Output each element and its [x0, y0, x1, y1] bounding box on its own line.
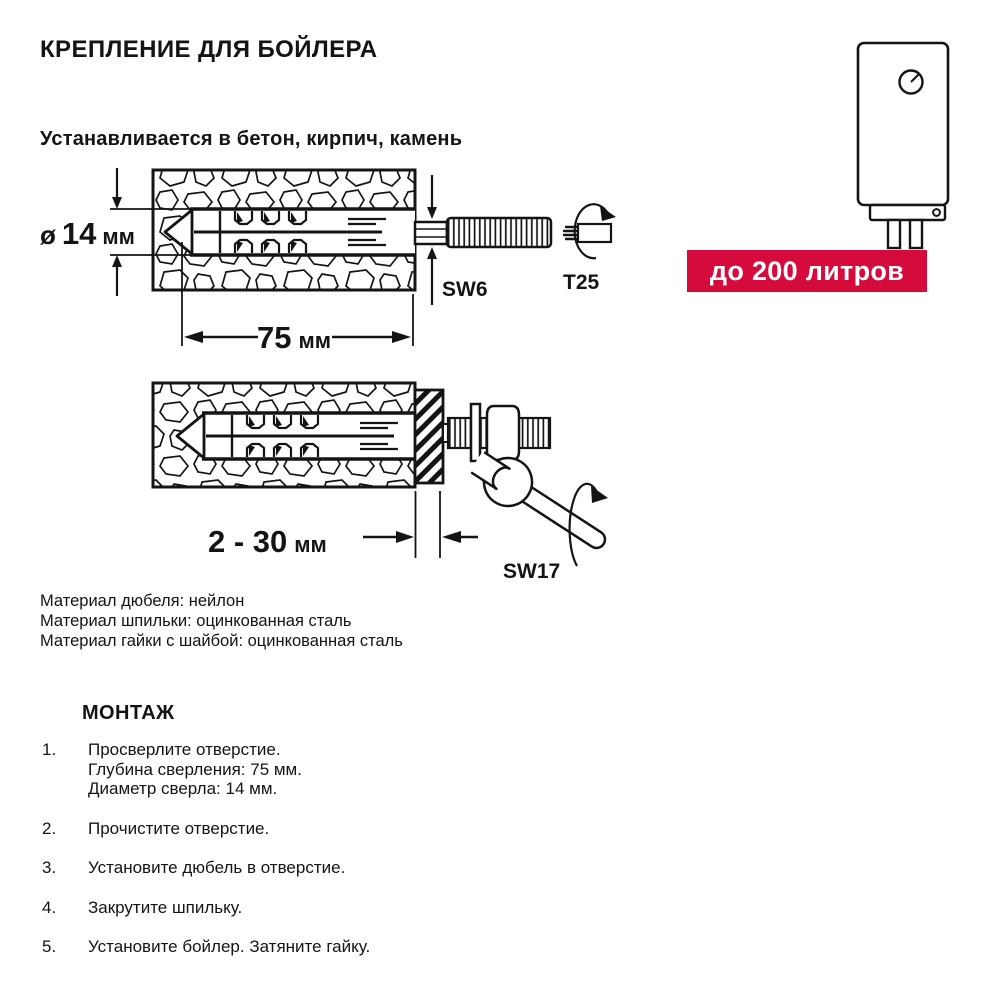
step-text: Закрутите шпильку.: [88, 898, 243, 917]
rotation-arrow-icon: [568, 482, 598, 567]
montage-step: 5. Установите бойлер. Затяните гайку.: [42, 937, 370, 957]
montage-step: 1. Просверлите отверстие. Глубина сверле…: [42, 740, 302, 799]
open-end-wrench-icon: SW17: [469, 451, 608, 583]
stud-washer-nut: [442, 402, 552, 463]
dimension-arrow-icon: [442, 531, 461, 543]
dimension-arrow-icon: [427, 247, 437, 259]
materials-list: Материал дюбеля: нейлон Материал шпильки…: [40, 591, 403, 651]
anchor-dowel: [165, 209, 415, 255]
material-stud: Материал шпильки: оцинкованная сталь: [40, 612, 352, 630]
dimension-arrow-icon: [392, 331, 411, 343]
montage-step: 4. Закрутите шпильку.: [42, 898, 242, 918]
capacity-badge-label: до 200 литров: [709, 255, 905, 286]
hex-drive-callout: SW6: [427, 175, 488, 305]
mounted-fixture-plate: [413, 388, 445, 485]
hex-nut-icon: [485, 404, 521, 462]
step-number: 5.: [42, 937, 57, 956]
dimension-arrow-icon: [427, 207, 437, 219]
washer-icon: [469, 402, 482, 463]
material-dowel: Материал дюбеля: нейлон: [40, 592, 245, 610]
page-subtitle: Устанавливается в бетон, кирпич, камень: [40, 128, 463, 150]
step-text: Установите бойлер. Затяните гайку.: [88, 937, 371, 956]
dimension-arrow-icon: [184, 331, 203, 343]
pipe-icon: [908, 218, 924, 250]
montage-heading: МОНТАЖ: [82, 702, 175, 724]
torx-bit-icon: T25: [562, 203, 616, 294]
material-nut-washer: Материал гайки с шайбой: оцинкованная ст…: [40, 632, 403, 650]
torx-label: T25: [563, 271, 600, 294]
wrench-label: SW17: [503, 560, 560, 583]
step-text: Просверлите отверстие. Глубина сверления…: [88, 740, 302, 798]
step-text: Прочистите отверстие.: [88, 819, 270, 838]
step-number: 4.: [42, 898, 57, 917]
step-text: Установите дюбель в отверстие.: [88, 858, 346, 877]
rotation-arrow-head-icon: [591, 486, 608, 503]
step-number: 3.: [42, 858, 57, 877]
capacity-badge: до 200 литров: [687, 250, 927, 292]
anchor-dowel: [177, 413, 427, 459]
pipe-icon: [886, 218, 902, 250]
step-number: 1.: [42, 740, 57, 759]
hex-drive-label: SW6: [442, 278, 488, 301]
page-title: КРЕПЛЕНИЕ ДЛЯ БОЙЛЕРА: [40, 36, 378, 63]
boiler-icon: [856, 41, 950, 250]
montage-step: 2. Прочистите отверстие.: [42, 819, 269, 839]
dimension-arrow-icon: [396, 531, 414, 543]
rotation-arrow-icon: [573, 203, 608, 260]
rotation-arrow-head-icon: [600, 206, 616, 221]
step-number: 2.: [42, 819, 57, 838]
dimension-arrow-icon: [112, 197, 122, 209]
dimension-arrow-icon: [112, 255, 122, 267]
threaded-stud: [413, 216, 553, 249]
montage-step: 3. Установите дюбель в отверстие.: [42, 858, 345, 878]
